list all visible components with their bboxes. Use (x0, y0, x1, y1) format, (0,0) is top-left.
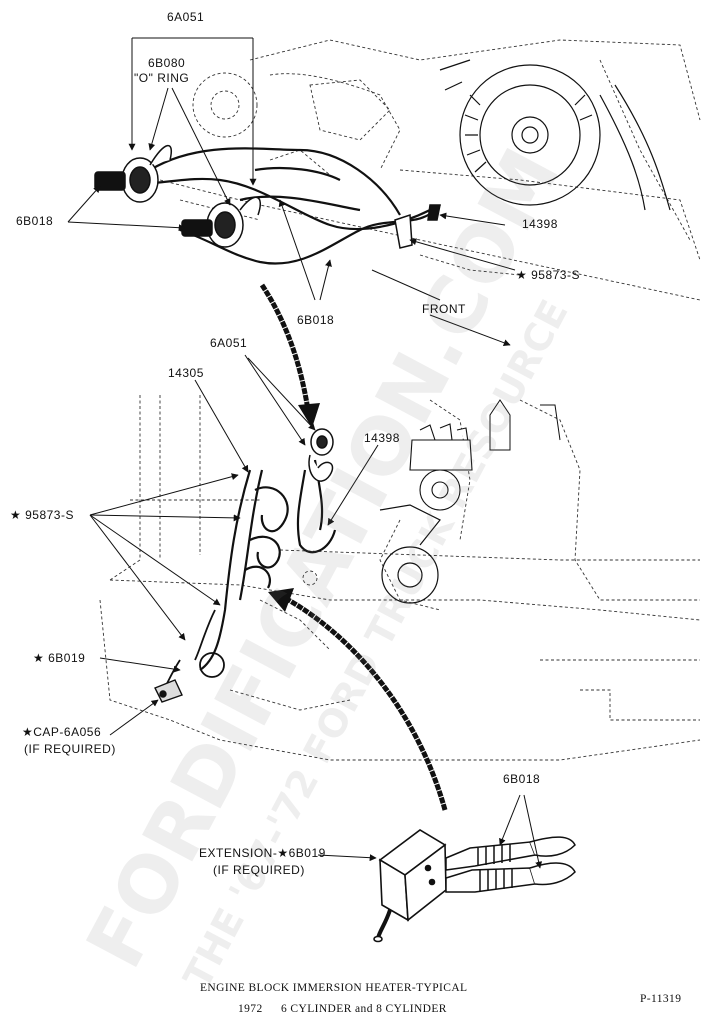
label-14305: 14305 (168, 366, 204, 380)
label-95873s-left: ★ 95873-S (10, 508, 74, 522)
mid-heater-element (308, 428, 334, 482)
top-harness (109, 147, 441, 265)
mid-cap (154, 679, 183, 703)
top-to-mid-arrow (259, 283, 320, 428)
top-clip (394, 204, 441, 249)
label-o-ring: "O" RING (134, 71, 190, 85)
mid-pulley (379, 504, 441, 604)
extension-box (373, 829, 447, 943)
label-ext-if-required: (IF REQUIRED) (213, 863, 305, 877)
label-6b018-bottom: 6B018 (503, 772, 541, 786)
caption-title: ENGINE BLOCK IMMERSION HEATER-TYPICAL (200, 982, 468, 994)
label-6b080: 6B080 (148, 56, 186, 70)
top-heater-left (94, 144, 172, 203)
mid-harness (199, 459, 337, 671)
label-6a051-top: 6A051 (167, 10, 205, 24)
label-front: FRONT (422, 302, 466, 316)
top-leaders (67, 37, 516, 347)
top-engine-outline (159, 39, 701, 301)
label-cap-6a056: ★CAP-6A056 (22, 725, 102, 739)
mid-right-outline (489, 399, 561, 451)
label-extension: EXTENSION-★6B019 (199, 846, 326, 860)
figure-number: P-11319 (640, 993, 682, 1005)
plug-lower (445, 862, 576, 893)
bottom-leaders (317, 794, 543, 869)
alternator (439, 59, 671, 211)
top-heater-right (181, 196, 261, 248)
distributor (409, 423, 473, 511)
plug-upper (445, 836, 576, 871)
label-6b018-mid: 6B018 (297, 313, 335, 327)
label-6a051-mid: 6A051 (210, 336, 248, 350)
bottom-to-mid-arrow (268, 588, 448, 811)
label-cap-if-required: (IF REQUIRED) (24, 742, 116, 756)
caption-cylinders: 6 CYLINDER and 8 CYLINDER (281, 1003, 447, 1015)
label-6b018-left: 6B018 (16, 214, 54, 228)
label-6b019: ★ 6B019 (33, 651, 86, 665)
caption-year: 1972 (238, 1003, 263, 1015)
label-14398-top: 14398 (522, 217, 558, 231)
label-95873s-top: ★ 95873-S (516, 268, 580, 282)
label-14398-mid: 14398 (364, 431, 400, 445)
mid-leaders (89, 354, 379, 736)
